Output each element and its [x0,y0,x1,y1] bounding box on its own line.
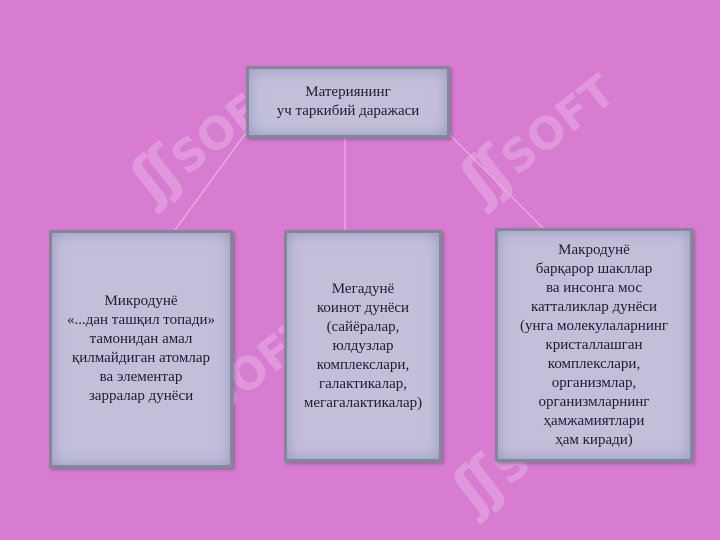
megaworld-line: галактикалар, [318,375,407,392]
microworld-line: тамонидан амал [89,331,193,347]
macroworld-line: комплекслари, [547,355,641,372]
root-line: Материянинг [305,84,391,100]
microworld-line: Микродунё [104,293,178,309]
macroworld-line: катталиклар дунёси [530,298,658,315]
megaworld-line: мегагалактикалар) [303,394,423,411]
microworld-line: «...дан ташқил топади» [66,312,215,328]
microworld-line: зарралар дунёси [88,388,194,404]
macroworld-line: ҳамжамиятлари [543,412,645,429]
macroworld-line: ҳам киради) [555,431,633,448]
megaworld-line: комплекслари, [316,356,410,373]
microworld-line: ва элементар [99,369,183,385]
macroworld-box: Макродунё барқарор шакллар ва инсонга мо… [495,228,693,462]
macroworld-line: кристаллашган [545,336,643,353]
macroworld-line: Макродунё [558,241,630,258]
connector-root-micro [174,129,249,231]
megaworld-box: Мегадунё коинот дунёси (сайёралар, юлдуз… [284,230,442,462]
megaworld-line: Мегадунё [331,280,395,297]
macroworld-line: организмлар, [551,374,637,391]
macroworld-line: (унга молекулаларнинг [519,317,669,334]
megaworld-line: (сайёралар, [326,318,400,335]
megaworld-line: юлдузлар [332,337,394,354]
microworld-box: Микродунё «...дан ташқил топади» тамонид… [49,230,233,468]
root-line: уч таркибий даражаси [276,103,420,119]
megaworld-line: коинот дунёси [316,299,410,316]
connector-root-macro [444,129,546,231]
macroworld-line: организмларнинг [538,393,650,410]
macroworld-line: барқарор шакллар [535,260,653,277]
macroworld-line: ва инсонга мос [545,279,643,296]
root-box: Материянинг уч таркибий даражаси [246,66,450,138]
microworld-line: қилмайдиган атомлар [71,350,211,366]
